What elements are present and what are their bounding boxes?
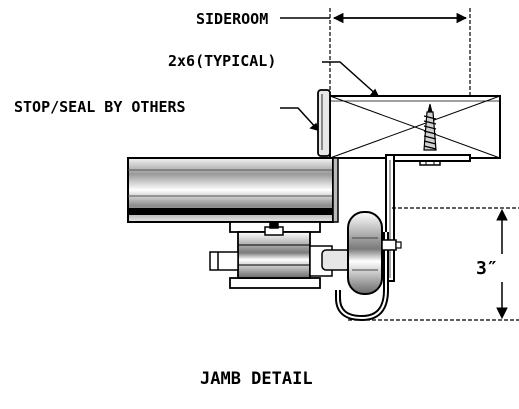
roller-shaft-left	[209, 251, 239, 271]
roller-shaft-right	[309, 245, 351, 277]
drawing-title: JAMB DETAIL	[200, 369, 313, 389]
track-bracket	[385, 154, 471, 282]
sideroom-dimension	[280, 8, 471, 100]
three-inch-dimension	[348, 207, 519, 321]
stop-seal-leader	[280, 107, 320, 132]
roller-wheel	[347, 211, 383, 295]
stop-seal-label: STOP/SEAL BY OTHERS	[14, 98, 186, 116]
dimension-label: 3″	[476, 258, 498, 279]
sideroom-label: SIDEROOM	[196, 10, 268, 28]
lumber-2x6	[329, 95, 501, 159]
door-panel	[127, 157, 339, 223]
stop-seal	[317, 89, 331, 157]
lumber-label: 2x6(TYPICAL)	[168, 52, 276, 70]
track-j-hook	[335, 232, 402, 322]
hinge-bolt-head	[264, 222, 284, 236]
